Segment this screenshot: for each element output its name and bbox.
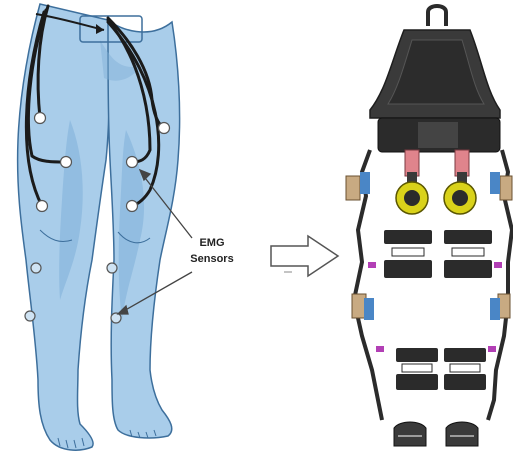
emg-sensor [159, 123, 170, 134]
thigh-cuff-right-bottom [444, 260, 492, 278]
emg-sensor [107, 263, 117, 273]
shin-cuff-right-top [444, 348, 486, 362]
accent-magenta-1 [368, 262, 376, 268]
emg-sensor [37, 201, 48, 212]
knee-joint-right-blue [490, 298, 500, 320]
foot-right [446, 422, 478, 446]
shin-cuff-left-top [396, 348, 438, 362]
emg-sensor [61, 157, 72, 168]
accent-magenta-2 [494, 262, 502, 268]
backpack-handle [428, 6, 446, 26]
knee-pad-left [352, 294, 366, 318]
emg-sensor [127, 157, 138, 168]
right-leg [108, 20, 180, 438]
hip-pad-left [346, 176, 360, 200]
foot-left [394, 422, 426, 446]
shin-cuff-left-bottom [396, 374, 438, 390]
sensor-label-line1: EMG [199, 237, 224, 249]
emg-sensor [25, 311, 35, 321]
hip-joint-left-core [404, 190, 420, 206]
hip-joint-right-core [452, 190, 468, 206]
shin-cuffs [396, 348, 486, 390]
hollow-right-arrow-icon [271, 236, 338, 276]
shin-cuff-left-slot [402, 364, 432, 372]
arrow-shape [271, 236, 338, 276]
shin-cuff-right-bottom [444, 374, 486, 390]
emg-sensor [31, 263, 41, 273]
thigh-cuff-left-bottom [384, 260, 432, 278]
legs-illustration: EMG Sensors [18, 4, 234, 450]
thigh-cuffs [384, 230, 492, 278]
exoskeleton-illustration [346, 6, 512, 446]
hip-belt-center [418, 122, 458, 148]
sensor-label-line2: Sensors [190, 253, 233, 265]
emg-sensor [127, 201, 138, 212]
knee-joint-left-blue [364, 298, 374, 320]
emg-sensor [35, 113, 46, 124]
shin-cuff-right-slot [450, 364, 480, 372]
foot-plates [394, 422, 478, 446]
hip-joint-left-blue [360, 172, 370, 194]
thigh-cuff-right-slot [452, 248, 484, 256]
hip-pad-right [500, 176, 512, 200]
thigh-cuff-left-top [384, 230, 432, 244]
thigh-cuff-left-slot [392, 248, 424, 256]
hip-joint-right-blue [490, 172, 500, 194]
accent-magenta-3 [376, 346, 384, 352]
thigh-cuff-right-top [444, 230, 492, 244]
accent-magenta-4 [488, 346, 496, 352]
